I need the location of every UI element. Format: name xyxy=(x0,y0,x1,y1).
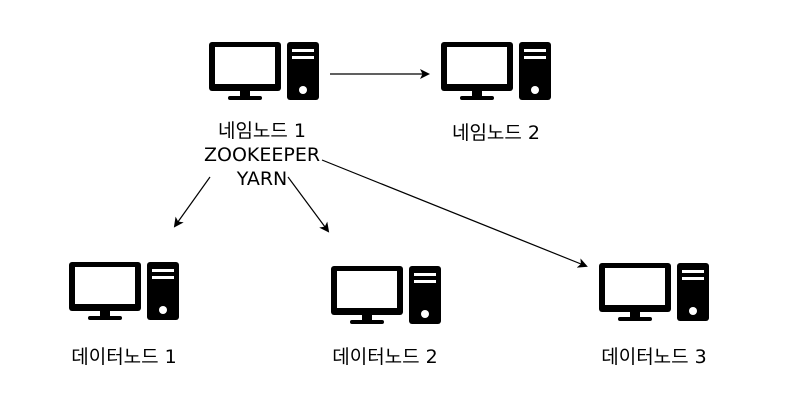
computer-icon xyxy=(69,262,179,320)
computer-icon xyxy=(599,263,709,321)
node-namenode1[interactable] xyxy=(209,42,319,102)
computer-icon xyxy=(331,266,441,324)
node-label-line: 네임노드 1 xyxy=(217,120,307,142)
node-label-line: ZOOKEEPER xyxy=(203,144,321,166)
node-datanode1[interactable] xyxy=(69,262,179,322)
node-namenode2[interactable] xyxy=(441,42,551,102)
edge-namenode1-datanode3 xyxy=(321,159,588,268)
node-label-namenode2: 네임노드 2 xyxy=(426,121,566,145)
node-datanode3[interactable] xyxy=(599,263,709,323)
edge-namenode1-datanode1 xyxy=(173,176,211,228)
node-label-line: YARN xyxy=(236,168,288,190)
node-label-line: 데이터노드 3 xyxy=(601,346,707,368)
computer-icon xyxy=(441,42,551,100)
node-label-datanode1: 데이터노드 1 xyxy=(49,345,199,369)
edge-namenode1-datanode2 xyxy=(287,176,330,233)
node-label-datanode2: 데이터노드 2 xyxy=(310,345,460,369)
node-label-datanode3: 데이터노드 3 xyxy=(579,345,729,369)
node-label-line: 데이터노드 1 xyxy=(71,346,177,368)
computer-icon xyxy=(209,42,319,100)
node-label-line: 네임노드 2 xyxy=(451,122,541,144)
node-datanode2[interactable] xyxy=(331,266,441,326)
node-label-line: 데이터노드 2 xyxy=(332,346,438,368)
node-label-namenode1: 네임노드 1 ZOOKEEPER YARN xyxy=(192,119,332,191)
